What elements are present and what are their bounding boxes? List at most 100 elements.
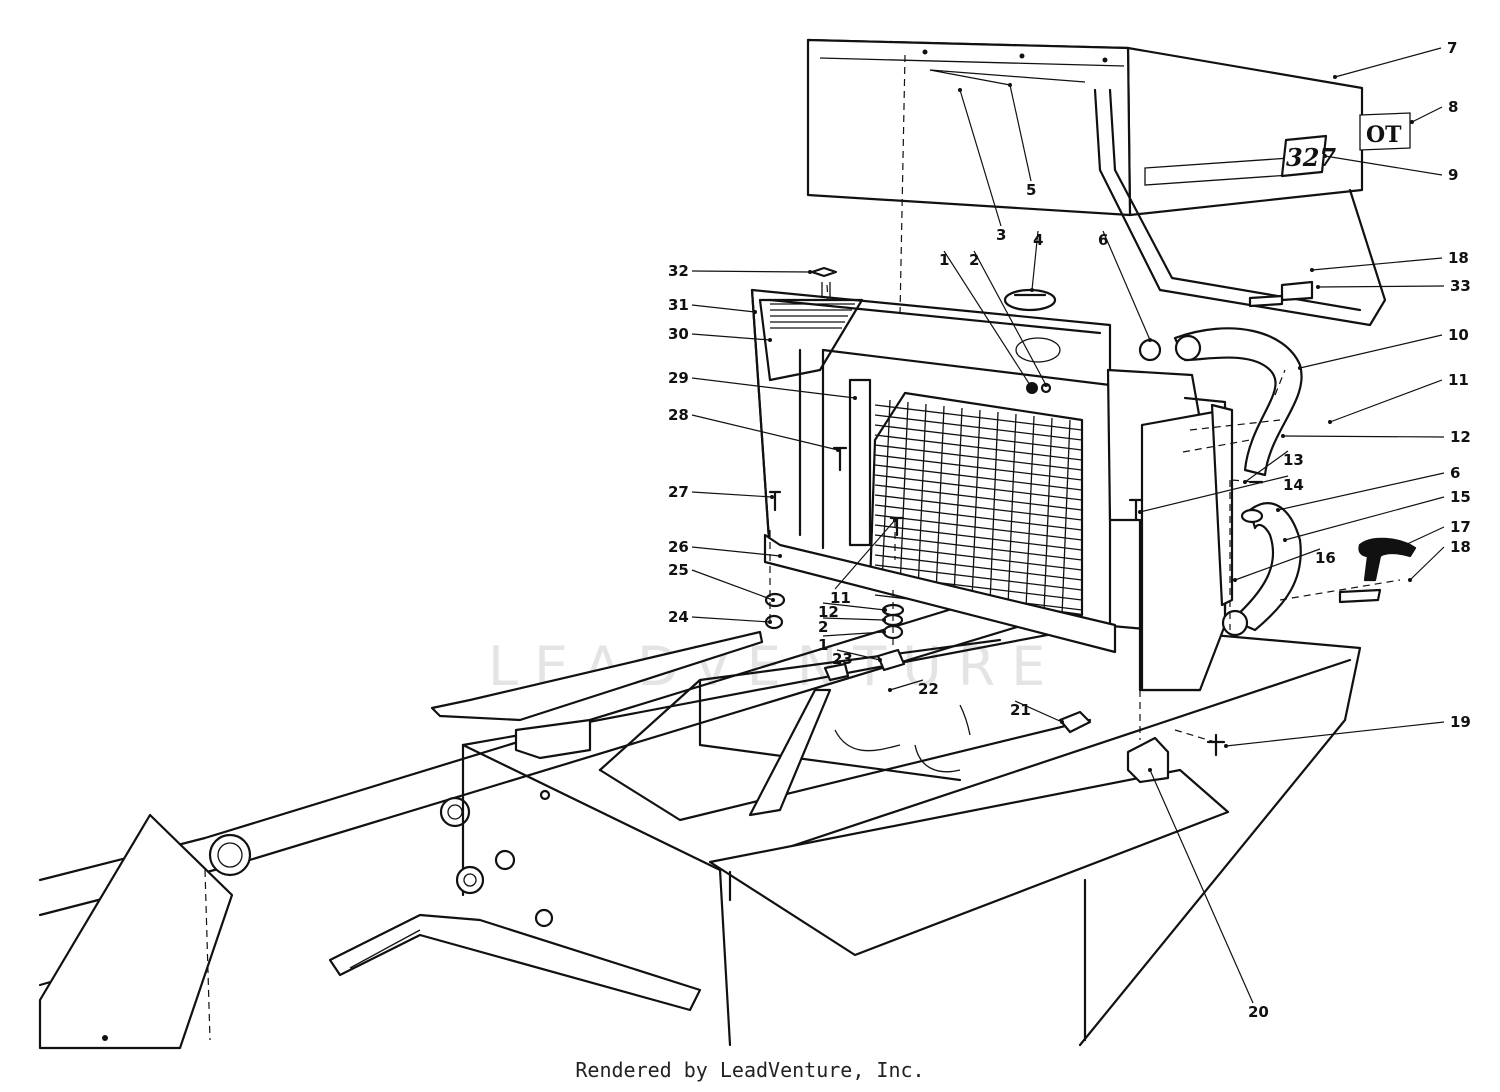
callout-dot-2 bbox=[882, 618, 886, 622]
callout-leader-1 bbox=[822, 631, 885, 637]
callout-24: 24 bbox=[668, 608, 689, 626]
callout-12: 12 bbox=[1450, 428, 1471, 446]
callout-leader-12 bbox=[1282, 435, 1445, 438]
callout-8: 8 bbox=[1448, 98, 1458, 116]
hood-assembly: 327 OT bbox=[806, 38, 1411, 327]
callout-dot-33 bbox=[1316, 285, 1320, 289]
callout-leader-19 bbox=[1225, 721, 1445, 747]
callout-leader-26 bbox=[691, 546, 781, 557]
callout-leader-11 bbox=[834, 519, 896, 590]
callout-leader-29 bbox=[691, 377, 856, 399]
frame-assembly bbox=[38, 583, 1362, 1050]
model-badge: 327 bbox=[1286, 143, 1336, 172]
callout-leader-27 bbox=[691, 491, 773, 498]
callout-14: 14 bbox=[1283, 476, 1304, 494]
callout-dot-31 bbox=[753, 310, 757, 314]
callout-dot-3 bbox=[958, 88, 962, 92]
callout-dot-11 bbox=[893, 518, 897, 522]
callout-6: 6 bbox=[1450, 464, 1460, 482]
callout-leader-30 bbox=[691, 333, 771, 341]
callout-dot-12 bbox=[883, 608, 887, 612]
callout-dot-14 bbox=[1138, 510, 1142, 514]
callout-leader-6 bbox=[1102, 230, 1151, 341]
callout-2: 2 bbox=[818, 618, 828, 636]
callout-dot-4 bbox=[1030, 288, 1034, 292]
callout-leader-31 bbox=[691, 304, 756, 313]
callout-22: 22 bbox=[918, 680, 939, 698]
callout-33: 33 bbox=[1450, 277, 1471, 295]
callout-dot-23 bbox=[878, 658, 882, 662]
callout-dot-1 bbox=[882, 630, 886, 634]
callout-16: 16 bbox=[1315, 549, 1336, 567]
callout-dot-21 bbox=[1060, 720, 1064, 724]
callout-leader-28 bbox=[691, 414, 839, 451]
callout-1: 1 bbox=[939, 251, 949, 269]
callout-10: 10 bbox=[1448, 326, 1469, 344]
brand-badge: OT bbox=[1366, 122, 1402, 148]
callout-dot-15 bbox=[1283, 538, 1287, 542]
callout-leader-8 bbox=[1411, 106, 1443, 123]
callout-dot-1 bbox=[1028, 383, 1032, 387]
callout-17: 17 bbox=[1450, 518, 1471, 536]
callout-dot-12 bbox=[1281, 434, 1285, 438]
callout-leaders bbox=[691, 47, 1445, 1004]
callout-20: 20 bbox=[1248, 1003, 1269, 1021]
callout-dot-6 bbox=[1276, 508, 1280, 512]
callout-dot-19 bbox=[1224, 744, 1228, 748]
callout-dot-2 bbox=[1044, 383, 1048, 387]
callout-dot-9 bbox=[1323, 154, 1327, 158]
callout-dot-26 bbox=[778, 554, 782, 558]
callout-leader-7 bbox=[1334, 47, 1442, 78]
callout-3: 3 bbox=[996, 226, 1006, 244]
callout-leader-18 bbox=[1311, 257, 1443, 271]
callout-dot-18 bbox=[1310, 268, 1314, 272]
callout-25: 25 bbox=[668, 561, 689, 579]
callout-dot-28 bbox=[836, 448, 840, 452]
callout-23: 23 bbox=[832, 650, 853, 668]
callout-leader-4 bbox=[1031, 230, 1039, 291]
radiator-assembly bbox=[750, 266, 1417, 734]
leader-lines bbox=[204, 54, 1401, 1041]
callout-21: 21 bbox=[1010, 701, 1031, 719]
callout-dot-13 bbox=[1243, 480, 1247, 484]
callout-32: 32 bbox=[668, 262, 689, 280]
callout-dot-17 bbox=[1403, 543, 1407, 547]
callout-27: 27 bbox=[668, 483, 689, 501]
callout-leader-9 bbox=[1324, 155, 1443, 176]
callout-4: 4 bbox=[1033, 231, 1043, 249]
callout-leader-21 bbox=[1014, 700, 1063, 723]
callout-2: 2 bbox=[969, 251, 979, 269]
callout-11: 11 bbox=[1448, 371, 1469, 389]
callout-dot-5 bbox=[1008, 83, 1012, 87]
callout-15: 15 bbox=[1450, 488, 1471, 506]
callout-31: 31 bbox=[668, 296, 689, 314]
callout-30: 30 bbox=[668, 325, 689, 343]
callout-dot-6 bbox=[1148, 338, 1152, 342]
callout-18: 18 bbox=[1450, 538, 1471, 556]
callout-leader-1 bbox=[943, 250, 1031, 386]
callout-29: 29 bbox=[668, 369, 689, 387]
callout-leader-13 bbox=[1244, 450, 1289, 483]
callout-dot-18 bbox=[1408, 578, 1412, 582]
callout-dot-16 bbox=[1233, 578, 1237, 582]
callout-leader-33 bbox=[1317, 285, 1445, 288]
callout-dot-27 bbox=[770, 495, 774, 499]
callout-dot-11 bbox=[1328, 420, 1332, 424]
callout-7: 7 bbox=[1447, 39, 1457, 57]
callout-dot-8 bbox=[1410, 120, 1414, 124]
callout-dot-30 bbox=[768, 338, 772, 342]
callout-leader-14 bbox=[1139, 475, 1289, 513]
callout-leader-17 bbox=[1404, 526, 1445, 546]
callout-leader-2 bbox=[822, 617, 885, 621]
callout-leader-2 bbox=[973, 250, 1047, 386]
callout-12: 12 bbox=[818, 603, 839, 621]
callout-leader-16 bbox=[1234, 548, 1321, 581]
callout-11: 11 bbox=[830, 589, 851, 607]
callout-leader-6 bbox=[1277, 472, 1445, 511]
callout-leader-18 bbox=[1409, 546, 1445, 581]
callout-9: 9 bbox=[1448, 166, 1458, 184]
callout-28: 28 bbox=[668, 406, 689, 424]
callout-19: 19 bbox=[1450, 713, 1471, 731]
callout-leader-20 bbox=[1149, 769, 1254, 1004]
